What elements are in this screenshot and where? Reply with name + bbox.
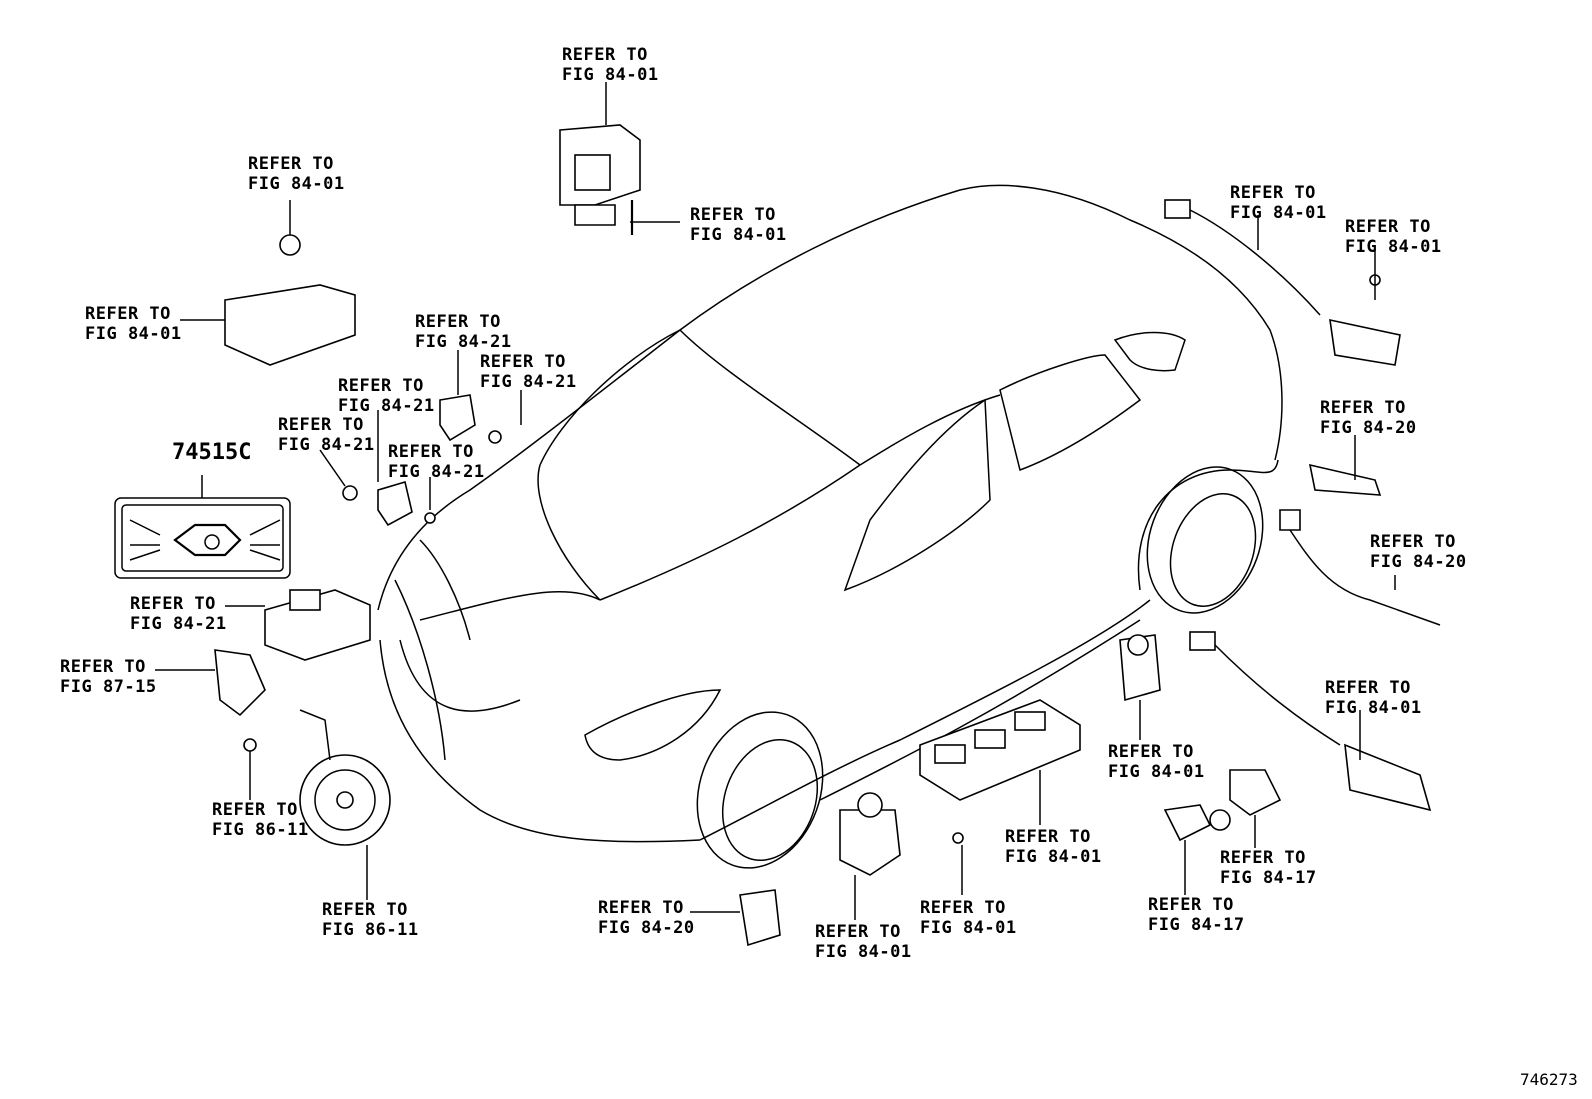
part-horn [299, 709, 391, 900]
vehicle-outline [377, 184, 1283, 869]
part-switch-right [1119, 634, 1161, 740]
part-antenna-sensor [1163, 769, 1282, 895]
part-immobilizer-label [114, 475, 291, 579]
part-sensor-8715 [155, 649, 266, 800]
part-cable-bottom-right [1189, 631, 1432, 812]
part-relay-top [559, 82, 641, 235]
diagram-code: 746273 [1520, 1070, 1578, 1089]
part-sensor-right-mid [1279, 435, 1441, 626]
part-sensors-center [319, 350, 522, 527]
part-switch-bottom [839, 792, 901, 920]
part-number: 74515C [172, 440, 252, 465]
part-cable-top-right [1164, 199, 1401, 366]
part-sensor-bottom [690, 889, 781, 947]
part-connector-left [180, 200, 356, 366]
part-window-switch [919, 699, 1081, 895]
part-switch-left [225, 589, 371, 661]
